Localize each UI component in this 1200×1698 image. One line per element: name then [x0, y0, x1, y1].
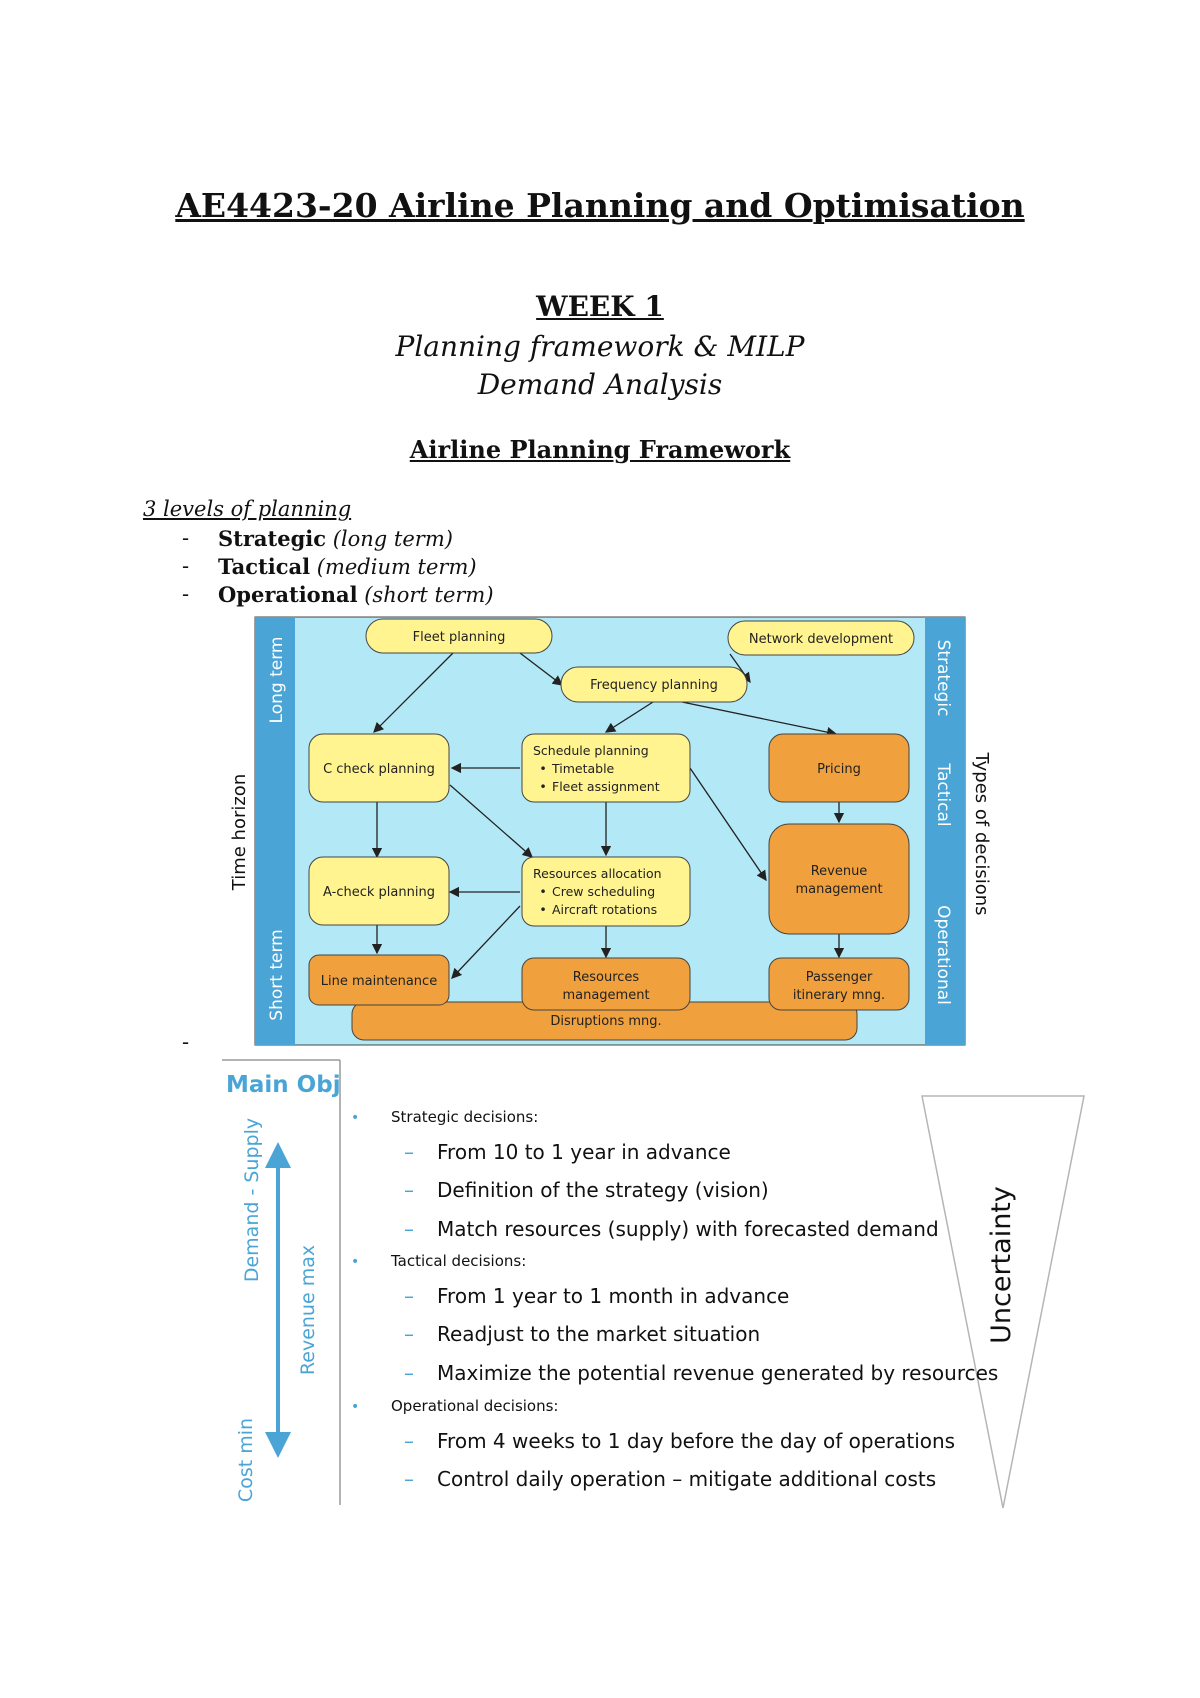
- a-check-planning-label: A-check planning: [323, 885, 435, 900]
- uncertainty-funnel: [921, 1095, 1085, 1509]
- resources-allocation-title: Resources allocation: [533, 866, 662, 881]
- cost-min-label: Cost min: [235, 1418, 257, 1502]
- week-heading: WEEK 1: [536, 290, 664, 323]
- arrow-down-icon: [265, 1432, 291, 1458]
- operational-label: Operational: [933, 905, 953, 1005]
- network-development-box: [727, 620, 915, 656]
- fleet-planning-box: [365, 618, 553, 654]
- decision-item: Maximize the potential revenue generated…: [437, 1361, 998, 1385]
- pricing-box: [768, 733, 910, 803]
- operational-decisions-heading: Operational decisions:: [391, 1397, 558, 1415]
- time-horizon-label: Time horizon: [229, 774, 250, 891]
- levels-heading: 3 levels of planning: [143, 497, 352, 521]
- time-horizon-band: [255, 617, 295, 1045]
- a-check-planning-box: [308, 856, 450, 926]
- decision-item: From 10 to 1 year in advance: [437, 1140, 731, 1164]
- decision-item: Control daily operation – mitigate addit…: [437, 1467, 936, 1491]
- planning-framework-diagram: Long term Short term Time horizon Strate…: [229, 616, 992, 1046]
- bullet-dot: •: [351, 1110, 359, 1126]
- dash-marker: –: [404, 1361, 414, 1385]
- decision-item: From 1 year to 1 month in advance: [437, 1284, 789, 1308]
- list-dash: -: [182, 526, 190, 550]
- dash-marker: –: [404, 1140, 414, 1164]
- level-term: (long term): [332, 527, 453, 551]
- revenue-management-box: [768, 823, 910, 935]
- demand-supply-label: Demand - Supply: [241, 1118, 263, 1282]
- bullet-dot: •: [539, 761, 546, 776]
- strategic-decisions-heading: Strategic decisions:: [391, 1108, 538, 1126]
- level-name: Operational: [218, 582, 358, 607]
- resources-allocation-box: [521, 856, 691, 927]
- fleet-planning-label: Fleet planning: [413, 630, 506, 645]
- decision-type-band: [925, 617, 965, 1045]
- passenger-itinerary-label-2: itinerary mng.: [793, 988, 885, 1003]
- long-term-label: Long term: [267, 637, 287, 724]
- dash-marker: –: [404, 1429, 414, 1453]
- revenue-max-label: Revenue max: [297, 1245, 319, 1375]
- decision-groups: • Strategic decisions: – From 10 to 1 ye…: [351, 1108, 998, 1491]
- section-heading: Airline Planning Framework: [409, 435, 791, 464]
- diagram-arrows: [371, 652, 845, 979]
- timetable-item: Timetable: [551, 761, 615, 776]
- resources-management-label-2: management: [562, 988, 649, 1003]
- bullet-dot: •: [539, 884, 546, 899]
- line-maintenance-box: [308, 954, 450, 1006]
- crew-scheduling-item: Crew scheduling: [552, 884, 655, 899]
- decision-item: From 4 weeks to 1 day before the day of …: [437, 1429, 955, 1453]
- bullet-dot: •: [351, 1399, 359, 1415]
- dash-marker: –: [404, 1322, 414, 1346]
- level-name: Tactical: [218, 554, 311, 579]
- level-name: Strategic: [218, 526, 327, 551]
- decision-item: Definition of the strategy (vision): [437, 1178, 769, 1202]
- bullet-dot: •: [539, 779, 546, 794]
- aircraft-rotations-item: Aircraft rotations: [552, 902, 657, 917]
- dash-marker: –: [404, 1217, 414, 1241]
- week-subtitle-2: Demand Analysis: [477, 368, 723, 401]
- passenger-itinerary-box: [768, 957, 910, 1011]
- level-term: (short term): [364, 583, 494, 607]
- dash-marker: –: [404, 1467, 414, 1491]
- revenue-management-label-1: Revenue: [811, 864, 868, 879]
- dash-marker: –: [404, 1178, 414, 1202]
- main-obj-label: Main Obj: [226, 1072, 341, 1098]
- disruptions-label: Disruptions mng.: [550, 1014, 661, 1029]
- c-check-planning-box: [308, 733, 450, 803]
- decisions-slide: Main Obj Demand - Supply Revenue max Cos…: [222, 1059, 1085, 1509]
- tactical-decisions-heading: Tactical decisions:: [390, 1252, 526, 1270]
- document-title: AE4423-20 Airline Planning and Optimisat…: [175, 186, 1025, 225]
- c-check-planning-label: C check planning: [323, 762, 435, 777]
- strategic-label: Strategic: [933, 640, 953, 717]
- frequency-planning-box: [560, 666, 748, 703]
- network-development-label: Network development: [749, 632, 893, 647]
- list-dash: -: [182, 1030, 190, 1054]
- uncertainty-label: Uncertainty: [986, 1186, 1017, 1344]
- line-maintenance-label: Line maintenance: [321, 974, 437, 989]
- list-dash: -: [182, 554, 190, 578]
- list-dash: -: [182, 582, 190, 606]
- resources-management-label-1: Resources: [573, 970, 640, 985]
- bullet-dot: •: [351, 1254, 359, 1270]
- dash-marker: –: [404, 1284, 414, 1308]
- resources-management-box: [521, 957, 691, 1011]
- schedule-planning-box: [521, 733, 691, 803]
- fleet-assignment-item: Fleet assignment: [552, 779, 660, 794]
- schedule-planning-title: Schedule planning: [533, 743, 649, 758]
- level-term: (medium term): [316, 555, 477, 579]
- decision-item: Readjust to the market situation: [437, 1322, 760, 1346]
- week-subtitle-1: Planning framework & MILP: [395, 330, 805, 363]
- bullet-dot: •: [539, 902, 546, 917]
- arrow-up-icon: [265, 1142, 291, 1168]
- tactical-label: Tactical: [933, 762, 953, 826]
- frequency-planning-label: Frequency planning: [590, 678, 718, 693]
- pricing-label: Pricing: [817, 762, 861, 777]
- decision-item: Match resources (supply) with forecasted…: [437, 1217, 939, 1241]
- types-of-decisions-label: Types of decisions: [971, 751, 992, 915]
- revenue-management-label-2: management: [795, 882, 882, 897]
- short-term-label: Short term: [267, 929, 287, 1020]
- passenger-itinerary-label-1: Passenger: [806, 970, 873, 985]
